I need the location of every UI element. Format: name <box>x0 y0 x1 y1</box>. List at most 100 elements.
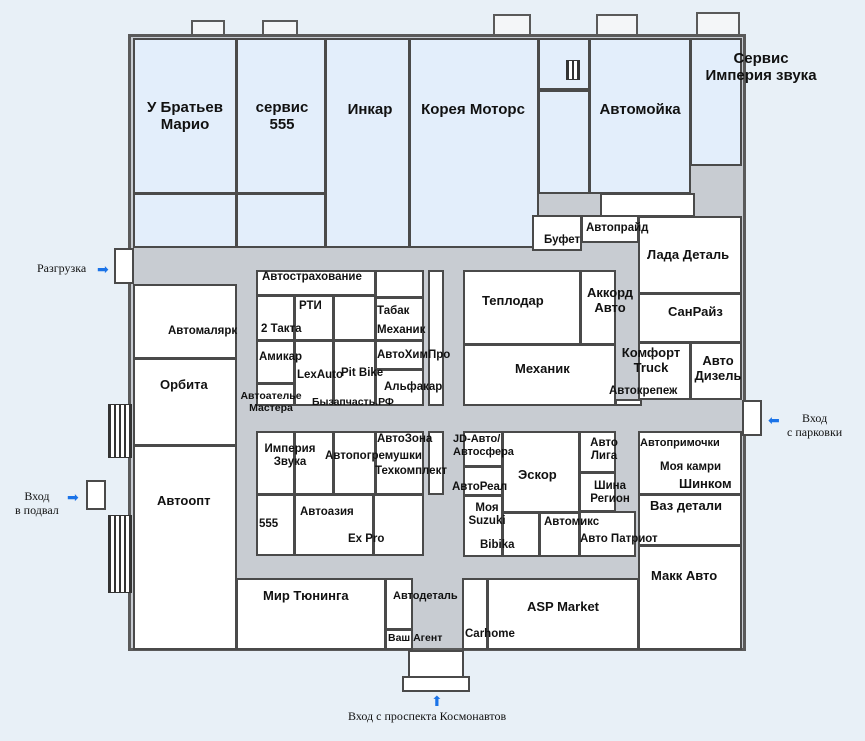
label-bibika: Bibika <box>480 539 515 551</box>
room-lada-detal[interactable] <box>638 216 742 294</box>
room-inkar[interactable] <box>325 38 410 248</box>
room-imperiya-zvuka-top[interactable] <box>690 38 742 166</box>
label-komfort-truck: Комфорт Truck <box>621 345 681 375</box>
label-akkord-avto: Аккорд Авто <box>586 285 634 315</box>
label-sanrayz: СанРайз <box>668 304 723 319</box>
room-asp-market[interactable] <box>487 578 639 650</box>
room-corridor-top <box>538 90 590 194</box>
main-entrance-porch <box>402 676 470 692</box>
room-avtokhimpro[interactable] <box>375 340 424 370</box>
label-avto-patriot: Авто Патриот <box>580 533 658 545</box>
room-avtomalyarka[interactable] <box>133 284 237 359</box>
room-tabak[interactable] <box>375 297 424 341</box>
label-unloading: Разгрузка <box>37 261 87 275</box>
label-alfakar: Альфакар <box>384 381 443 393</box>
room-moya-suzuki[interactable] <box>463 495 503 557</box>
room-avtoatele[interactable] <box>256 383 295 406</box>
room-ex-pro[interactable] <box>373 494 424 556</box>
unloading-door[interactable] <box>114 248 134 284</box>
label-kosmonavtov: Вход с проспекта Космонавтов <box>348 709 507 723</box>
room-avtokrepezh[interactable] <box>615 399 642 406</box>
label-lexauto: LexAuto <box>297 369 343 381</box>
label-eskor: Эскор <box>518 467 557 482</box>
arrow-up-icon: ⬆ <box>431 693 443 709</box>
label-avtoprayd: Автопрайд <box>586 222 649 234</box>
room-avtozona[interactable] <box>375 431 424 495</box>
label-teplodar: Теплодар <box>482 293 544 308</box>
label-avtoopt: Автоопт <box>157 493 211 508</box>
label-servis-555: сервис 555 <box>255 99 309 134</box>
label-jd-avto: JD-Авто/ Автосфера <box>453 433 514 458</box>
room-shina-region[interactable] <box>579 472 616 512</box>
label-byzapchast: Бызапчасть.РФ <box>312 396 394 408</box>
room-teplodar[interactable] <box>463 270 581 345</box>
room-narrow-col-2 <box>428 431 444 495</box>
room-bratyev-lower <box>133 193 237 248</box>
basement-door[interactable] <box>86 480 106 510</box>
room-narrow-col <box>428 270 444 406</box>
label-avtopogremushki: Автопогремушки <box>325 450 422 462</box>
arrow-right-icon: ➡ <box>67 489 79 505</box>
room-alfakar[interactable] <box>375 369 424 406</box>
label-imperiya-zvuka-top: Сервис Империя звука <box>705 50 817 85</box>
label-mir-tyuninga: Мир Тюнинга <box>263 588 349 603</box>
roof-tab <box>191 20 225 36</box>
parking-door[interactable] <box>742 400 762 436</box>
basement-stairs-icon <box>108 404 132 458</box>
label-rti: РТИ <box>299 300 322 312</box>
label-avto-liga: Авто Лига <box>590 437 618 463</box>
room-mekhanik-right[interactable] <box>463 344 616 406</box>
label-ex-pro: Ex Pro <box>348 533 385 545</box>
label-avtomoyka: Автомойка <box>599 101 681 118</box>
roof-tab <box>493 14 531 36</box>
label-avtoreal: АвтоРеал <box>452 481 508 493</box>
room-vaz-detali[interactable] <box>638 494 742 546</box>
basement-stairs-icon <box>108 515 132 593</box>
room-avtoprimochki[interactable] <box>638 431 742 495</box>
label-koreya-motors: Корея Моторс <box>421 101 525 118</box>
arrow-left-icon: ⬅ <box>768 412 780 428</box>
label-avtoprimochki: Автопримочки <box>640 437 720 449</box>
label-shina-region: Шина Регион <box>590 480 630 506</box>
label-avtodetal: Автодеталь <box>393 590 458 602</box>
room-makk-avto[interactable] <box>638 545 742 650</box>
room-avto-patriot[interactable] <box>579 511 636 557</box>
label-tabak: Табак <box>377 305 410 317</box>
label-carhome: Carhome <box>465 628 515 640</box>
label-inkar: Инкар <box>347 101 393 118</box>
label-avtostrakhovanie: Автострахование <box>262 271 362 283</box>
room-avtomalyar[interactable] <box>375 270 424 298</box>
room-avto-dizel[interactable] <box>690 342 742 400</box>
room-avtodetal[interactable] <box>385 578 413 630</box>
label-avto-dizel: Авто Дизель <box>694 353 742 383</box>
label-basement: Вход в подвал <box>15 489 59 517</box>
roof-tab <box>696 12 740 36</box>
label-shinkom: Шинком <box>679 476 732 491</box>
label-avtokrepezh: Автокрепеж <box>609 385 678 397</box>
room-stairs-top <box>538 38 590 90</box>
arrow-right-icon: ➡ <box>97 261 109 277</box>
label-asp-market: ASP Market <box>527 599 600 614</box>
room-avtoaziya[interactable] <box>294 494 374 556</box>
room-koreya-motors[interactable] <box>409 38 539 248</box>
room-small-top <box>600 193 695 217</box>
room-orbita[interactable] <box>133 358 237 446</box>
room-avtoreal[interactable] <box>463 466 503 496</box>
label-vash-agent: Ваш Агент <box>388 632 443 644</box>
room-akkord-avto[interactable] <box>580 270 616 345</box>
label-avtomalyarka: Автомалярк <box>168 325 238 337</box>
label-mekhanik-right: Механик <box>515 361 570 376</box>
room-mir-tyuninga[interactable] <box>236 578 386 650</box>
label-mekhanik-mid: Механик <box>377 324 426 336</box>
room-avtoopt[interactable] <box>133 445 237 650</box>
label-bratyev-mario: У Братьев Марио <box>147 99 223 134</box>
roof-tab <box>596 14 638 36</box>
label-moya-kamri: Моя камри <box>660 461 722 473</box>
roof-tab <box>262 20 298 36</box>
label-2-takta: 2 Такта <box>261 323 302 335</box>
label-bufet: Буфет <box>544 234 581 246</box>
room-komfort-truck[interactable] <box>638 342 691 400</box>
room-vash-agent[interactable] <box>385 629 413 650</box>
label-parking: Вход с парковки <box>787 411 843 439</box>
